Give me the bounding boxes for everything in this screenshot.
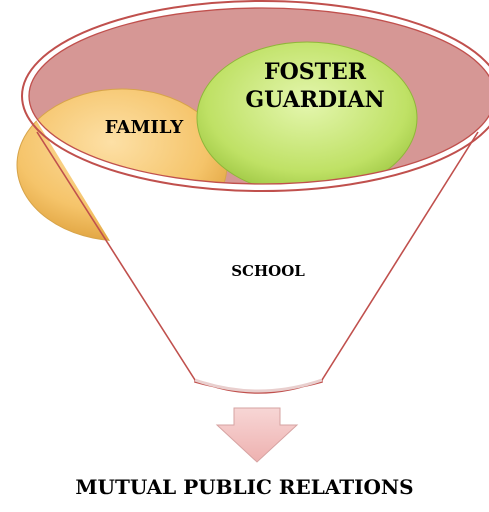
- funnel-right-edge: [321, 131, 479, 381]
- funnel-spout-shading: [194, 378, 323, 393]
- funnel-left-edge: [36, 131, 196, 381]
- foster-label-line1: FOSTER: [263, 59, 367, 85]
- funnel-rim-outline: [21, 0, 489, 192]
- foster-label-line2: GUARDIAN: [245, 87, 385, 113]
- school-label: SCHOOL: [231, 262, 305, 280]
- down-arrow-icon: [215, 407, 299, 463]
- foster-guardian-label: FOSTER GUARDIAN: [240, 58, 390, 114]
- foster-guardian-ellipse: [196, 41, 418, 184]
- family-label: FAMILY: [104, 117, 184, 138]
- mutual-public-relations-label: MUTUAL PUBLIC RELATIONS: [75, 475, 414, 499]
- funnel-rim-inner-outline: [28, 7, 489, 185]
